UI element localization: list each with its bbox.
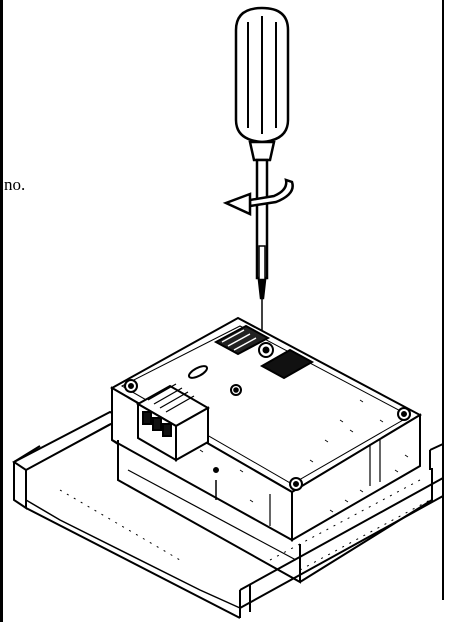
rotate-left-arrow-icon: [222, 178, 294, 216]
din-rail-icon: [12, 410, 444, 619]
electronic-module-icon: [109, 316, 433, 584]
truncated-caption-text: no.: [4, 175, 26, 194]
figure-frame-left-border: [0, 0, 3, 622]
terminal-block-icon: [135, 383, 211, 462]
screwdriver-icon: [234, 6, 290, 330]
